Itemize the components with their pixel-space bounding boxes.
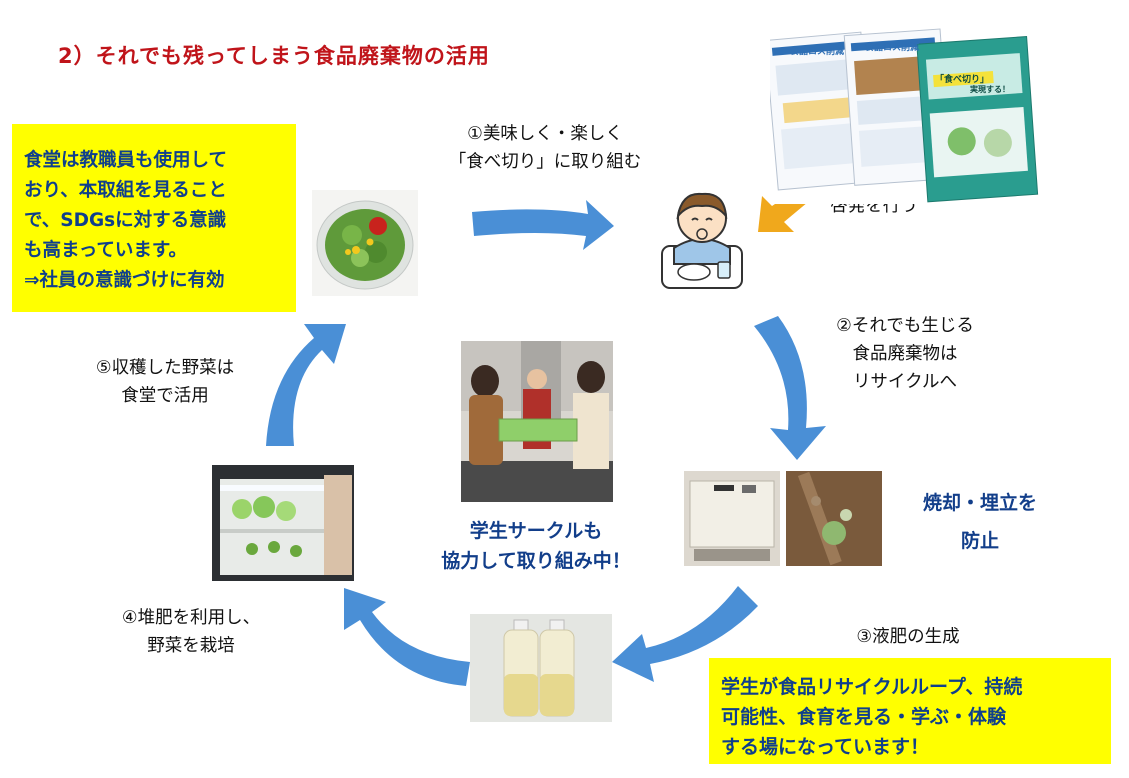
staff-awareness-box: 食堂は教職員も使用して おり、本取組を見ること で、SDGsに対する意識 も高ま… bbox=[12, 124, 296, 312]
center-caption-line-2: 協力して取り組み中！ bbox=[441, 550, 631, 572]
food-waste-machine-photo bbox=[684, 471, 780, 566]
right-box-line-1: 学生が食品リサイクルループ、持続 bbox=[721, 676, 1023, 698]
step4-line-1: ④堆肥を利用し、 bbox=[121, 608, 261, 628]
step2-line-2: 食品廃棄物は bbox=[852, 344, 958, 364]
compost-inside-photo bbox=[786, 471, 882, 566]
step3-line-1: ③液肥の生成 bbox=[856, 627, 960, 647]
student-learning-box: 学生が食品リサイクルループ、持続 可能性、食育を見る・学ぶ・体験 する場になって… bbox=[709, 658, 1111, 764]
flyer3-tag: 実現する！ bbox=[970, 85, 1010, 94]
step2-line-1: ②それでも生じる bbox=[836, 316, 974, 336]
flyer1-title: 食品ロス削減 bbox=[790, 47, 845, 57]
step1-label: ①美味しく・楽しく 「食べ切り」に取り組む bbox=[400, 120, 690, 176]
left-box-line-3: で、SDGsに対する意識 bbox=[24, 210, 227, 231]
right-box-line-2: 可能性、食育を見る・学ぶ・体験 bbox=[721, 706, 1007, 728]
flyers-image bbox=[770, 26, 1040, 204]
arrow-step3 bbox=[612, 586, 758, 682]
right-box-line-3: する場になっています！ bbox=[721, 736, 930, 758]
step1-line-2: 「食べ切り」に取り組む bbox=[448, 152, 642, 172]
student-eating-illustration bbox=[656, 188, 748, 292]
arrow-step4 bbox=[344, 588, 470, 686]
step5-label: ⑤収穫した野菜は 食堂で活用 bbox=[60, 354, 270, 410]
arrow-step2 bbox=[754, 316, 826, 460]
salad-photo bbox=[312, 190, 418, 296]
left-box-line-2: おり、本取組を見ること bbox=[24, 180, 227, 201]
step3-label: ③液肥の生成 bbox=[818, 623, 998, 651]
left-box-line-4: も高まっています。 bbox=[24, 240, 187, 261]
prevent-line-2: 防止 bbox=[960, 530, 999, 552]
step5-line-1: ⑤収穫した野菜は bbox=[95, 358, 235, 378]
left-box-line-5: ⇒社員の意識づけに有効 bbox=[24, 270, 225, 291]
step2-line-3: リサイクルへ bbox=[852, 372, 958, 392]
arrow-step5 bbox=[266, 324, 346, 446]
arrow-step1 bbox=[472, 200, 614, 250]
center-caption: 学生サークルも 協力して取り組み中！ bbox=[396, 516, 676, 576]
left-box-line-1: 食堂は教職員も使用して bbox=[24, 150, 227, 171]
prevent-label: 焼却・埋立を 防止 bbox=[900, 484, 1060, 560]
hydroponic-vegetables-photo bbox=[212, 465, 354, 581]
step4-label: ④堆肥を利用し、 野菜を栽培 bbox=[96, 604, 286, 660]
center-caption-line-1: 学生サークルも bbox=[469, 520, 603, 542]
prevent-line-1: 焼却・埋立を bbox=[922, 492, 1037, 514]
liquid-fertilizer-bottles-photo bbox=[470, 614, 612, 722]
step2-label: ②それでも生じる 食品廃棄物は リサイクルへ bbox=[800, 312, 1010, 396]
flyer2-title: 食品ロス削減 bbox=[865, 43, 920, 53]
step5-line-2: 食堂で活用 bbox=[121, 386, 209, 406]
step1-line-1: ①美味しく・楽しく bbox=[467, 124, 623, 144]
page-title: 2）それでも残ってしまう食品廃棄物の活用 bbox=[58, 44, 490, 68]
flyer3-title: 「食べ切り」 bbox=[935, 75, 990, 85]
student-circle-photo bbox=[461, 341, 613, 502]
step4-line-2: 野菜を栽培 bbox=[147, 636, 235, 656]
